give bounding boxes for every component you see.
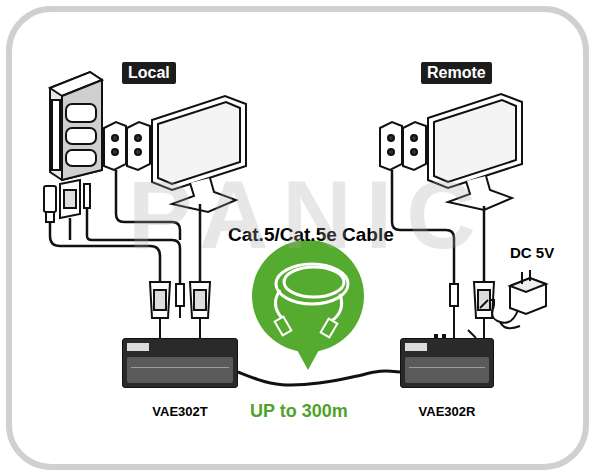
section-badge: Local xyxy=(122,62,176,84)
power-label: DC 5V xyxy=(510,244,554,261)
transmitter-unit: VAE302T xyxy=(122,338,238,419)
section-title: Local xyxy=(122,62,176,84)
model-name: VAE302R xyxy=(400,404,494,419)
device-panel-line xyxy=(131,367,229,368)
device-panel xyxy=(127,357,233,383)
device-body xyxy=(122,338,238,388)
receiver-unit: VAE302R xyxy=(400,338,494,419)
section-badge: Remote xyxy=(421,62,492,84)
device-panel xyxy=(405,357,489,383)
pc-tower xyxy=(50,72,102,180)
power-adapter xyxy=(468,270,546,338)
pc-connectors xyxy=(44,180,90,222)
device-logo xyxy=(405,343,427,351)
local-plugs xyxy=(150,282,210,338)
section-title: Remote xyxy=(421,62,492,84)
model-name: VAE302T xyxy=(122,404,238,419)
distance-label: UP to 300m xyxy=(250,401,348,422)
cable xyxy=(238,371,400,385)
device-panel-line xyxy=(409,367,485,368)
device-logo xyxy=(127,343,149,351)
remote-plugs xyxy=(450,282,494,338)
watermark: PANIC xyxy=(128,160,490,270)
device-body xyxy=(400,338,494,388)
frame xyxy=(9,9,586,467)
